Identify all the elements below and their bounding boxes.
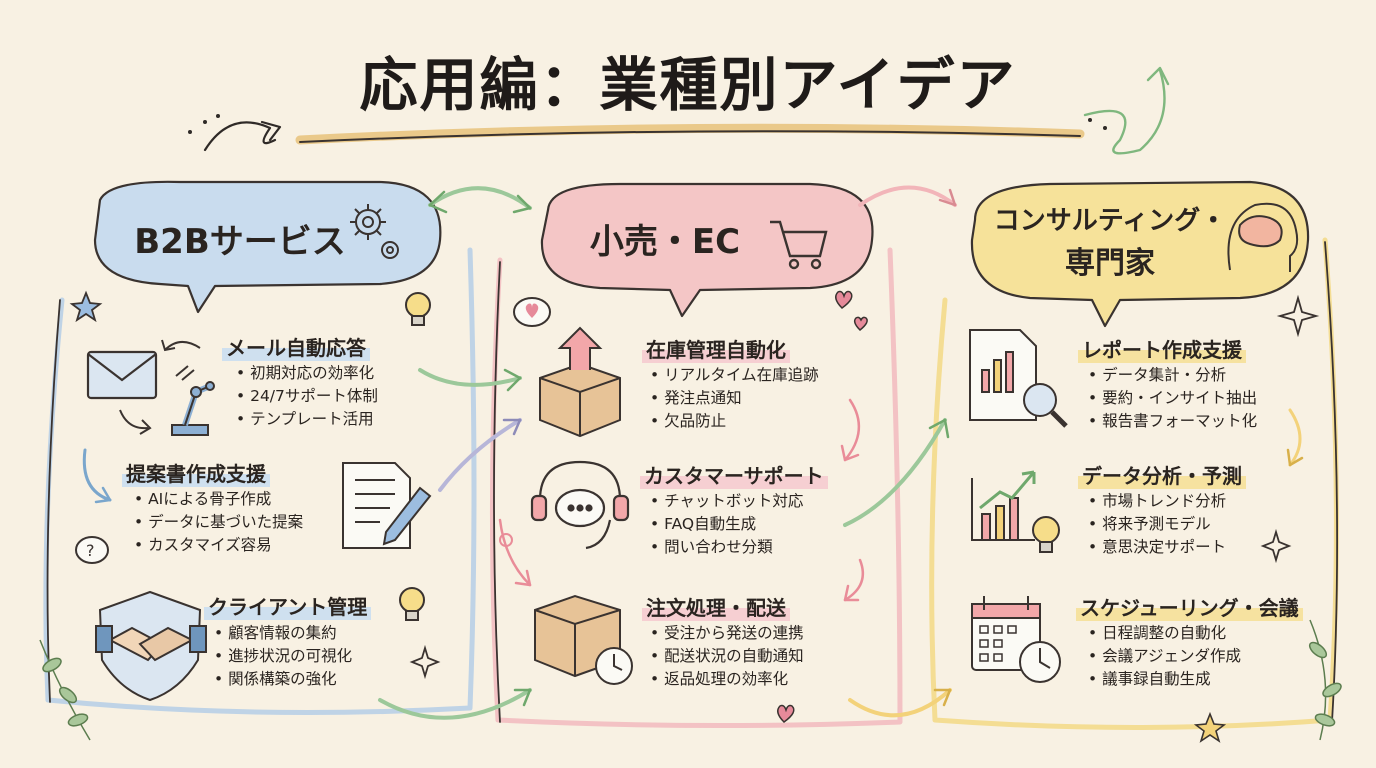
- document-pen-icon: [342, 462, 432, 549]
- list-item: 配送状況の自動通知: [650, 645, 804, 668]
- b2b-frame: [43, 247, 477, 715]
- svg-text:?: ?: [86, 541, 95, 560]
- list-item: 欠品防止: [650, 410, 819, 433]
- star-icon-2: [1193, 711, 1227, 743]
- list-item: 要約・インサイト抽出: [1088, 387, 1257, 410]
- b2b-bubble-shape: [93, 180, 442, 314]
- arrow-b2b-retail: [428, 186, 532, 210]
- sparkle-icon: [409, 644, 441, 680]
- list-item: 関係構築の強化: [214, 668, 352, 691]
- arrow-flow-9: [82, 448, 112, 502]
- retail-title: 小売・EC: [589, 222, 741, 262]
- consulting-list-report: データ集計・分析 要約・インサイト抽出 報告書フォーマット化: [1088, 364, 1257, 433]
- list-item: 将来予測モデル: [1088, 513, 1226, 536]
- title-swirl-left: [203, 121, 277, 152]
- b2b-title: B2Bサービス: [134, 222, 346, 262]
- b2b-heading-proposal: 提案書作成支援: [122, 458, 270, 487]
- headset-chat-icon: [530, 460, 630, 550]
- arrow-flow-7: [843, 558, 865, 602]
- list-item: 日程調整の自動化: [1088, 622, 1241, 645]
- list-item: 市場トレンド分析: [1088, 490, 1226, 513]
- consulting-heading-analysis: データ分析・予測: [1078, 460, 1246, 489]
- retail-heading-inventory: 在庫管理自動化: [642, 334, 790, 363]
- growth-chart-icon: [971, 470, 1036, 541]
- b2b-heading-client: クライアント管理: [204, 591, 372, 620]
- consulting-title-line1: コンサルティング・: [993, 206, 1227, 236]
- arrow-flow-5: [848, 688, 952, 718]
- arrow-retail-consulting: [858, 185, 957, 207]
- list-item: 発注点通知: [650, 387, 819, 410]
- arrow-flow-2: [438, 418, 522, 492]
- box-clock-icon: [534, 594, 633, 685]
- leaf-sprig-icon: [39, 619, 1342, 741]
- handshake-shield-icon: [95, 590, 207, 702]
- list-item: AIによる骨子作成: [134, 488, 303, 511]
- list-item: 報告書フォーマット化: [1088, 410, 1257, 433]
- robot-arm-icon: [171, 365, 215, 436]
- speech-heart-icon: [513, 297, 551, 327]
- consulting-heading-scheduling: スケジューリング・会議: [1076, 592, 1303, 621]
- question-bubble-icon: ?: [75, 536, 109, 564]
- lightbulb-icon-3: [1032, 516, 1060, 553]
- retail-frame: [489, 247, 903, 729]
- arrow-flow-6: [843, 398, 861, 462]
- retail-list-support: チャットボット対応 FAQ自動生成 問い合わせ分類: [650, 490, 803, 559]
- retail-heading-orders: 注文処理・配送: [642, 592, 790, 621]
- list-item: チャットボット対応: [650, 490, 803, 513]
- b2b-list-proposal: AIによる骨子作成 データに基づいた提案 カスタマイズ容易: [134, 488, 303, 557]
- arrow-flow-1: [418, 368, 522, 387]
- b2b-list-client: 顧客情報の集約 進捗状況の可視化 関係構築の強化: [214, 622, 352, 691]
- arrow-flow-8: [498, 518, 532, 587]
- list-item: 初期対応の効率化: [236, 362, 378, 385]
- list-item: リアルタイム在庫追跡: [650, 364, 819, 387]
- list-item: 会議アジェンダ作成: [1088, 645, 1241, 668]
- b2b-heading-email: メール自動応答: [222, 332, 370, 361]
- consulting-list-scheduling: 日程調整の自動化 会議アジェンダ作成 議事録自動生成: [1088, 622, 1241, 691]
- star-icon: [69, 290, 103, 323]
- brain-head-icon: [1227, 202, 1299, 272]
- list-item: 返品処理の効率化: [650, 668, 804, 691]
- list-item: データに基づいた提案: [134, 511, 303, 534]
- list-item: 進捗状況の可視化: [214, 645, 352, 668]
- consulting-heading-report: レポート作成支援: [1078, 334, 1246, 363]
- consulting-bubble-shape: [970, 180, 1310, 328]
- arrow-flow-4: [843, 418, 947, 527]
- list-item: 顧客情報の集約: [214, 622, 352, 645]
- retail-heading-support: カスタマーサポート: [640, 460, 828, 489]
- envelope-icon: [86, 350, 158, 400]
- lightbulb-icon: [405, 292, 431, 326]
- gear-icon: [350, 204, 399, 259]
- consulting-list-analysis: 市場トレンド分析 将来予測モデル 意思決定サポート: [1088, 490, 1226, 559]
- b2b-list-email: 初期対応の効率化 24/7サポート体制 テンプレート活用: [236, 362, 378, 431]
- list-item: データ集計・分析: [1088, 364, 1257, 387]
- list-item: 24/7サポート体制: [236, 385, 378, 408]
- retail-list-orders: 受注から発送の連携 配送状況の自動通知 返品処理の効率化: [650, 622, 804, 691]
- list-item: FAQ自動生成: [650, 513, 803, 536]
- list-item: カスタマイズ容易: [134, 534, 303, 557]
- retail-list-inventory: リアルタイム在庫追跡 発注点通知 欠品防止: [650, 364, 819, 433]
- retail-bubble-shape: [540, 182, 874, 318]
- heart-icon: [777, 290, 868, 723]
- calendar-clock-icon: [971, 596, 1061, 683]
- shopping-cart-icon: [770, 220, 828, 270]
- page-title: 応用編：業種別アイデア: [359, 51, 1017, 119]
- list-item: 議事録自動生成: [1088, 668, 1241, 691]
- title-swirl-right: [1083, 68, 1166, 155]
- pin-icon: [499, 533, 513, 547]
- cycle-arrow-icon: [119, 339, 201, 435]
- list-item: 意思決定サポート: [1088, 536, 1226, 559]
- sparkle-icon-2: [1260, 294, 1320, 564]
- box-arrow-up-icon: [539, 326, 621, 438]
- list-item: 受注から発送の連携: [650, 622, 804, 645]
- lightbulb-icon-2: [399, 587, 425, 621]
- report-magnifier-icon: [969, 329, 1068, 428]
- list-item: 問い合わせ分類: [650, 536, 803, 559]
- list-item: テンプレート活用: [236, 408, 378, 431]
- arrow-flow-3: [378, 688, 532, 720]
- title-underline: [295, 123, 1085, 145]
- consulting-title-line2: 専門家: [1065, 246, 1155, 281]
